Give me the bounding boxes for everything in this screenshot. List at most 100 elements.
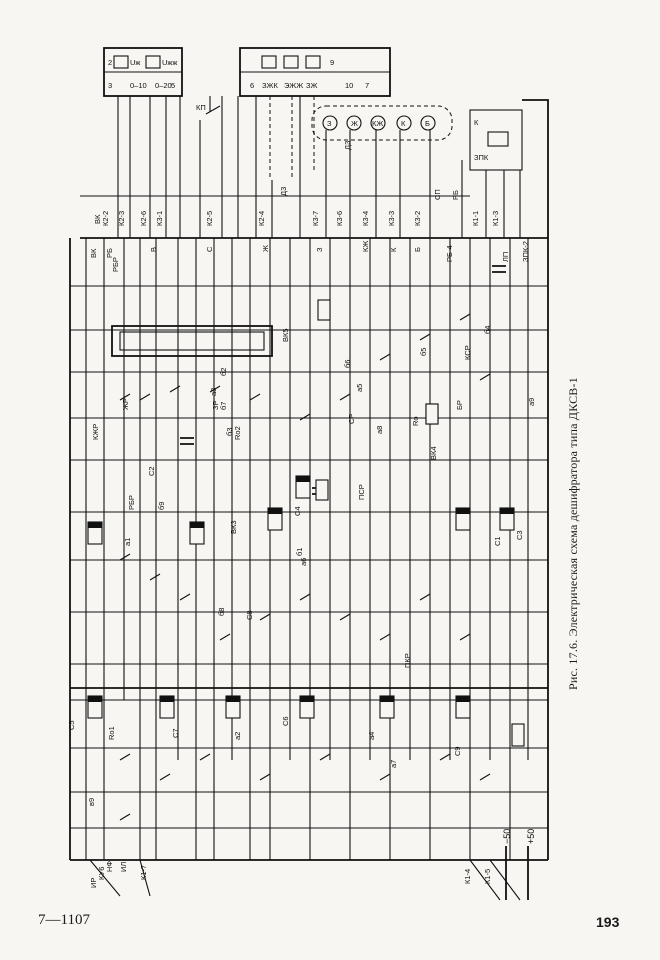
svg-text:а8: а8 [375,426,384,434]
relay-contacts [119,313,491,821]
top-left-terminal-box: 2 Uж Uжж 3 0–10 0–20 5 [103,47,183,97]
svg-text:С2: С2 [147,466,156,476]
svg-text:а2: а2 [233,732,242,740]
svg-text:а9: а9 [527,398,536,406]
svg-text:В: В [149,247,158,252]
svg-text:ВК: ВК [89,248,98,258]
svg-text:К2-3: К2-3 [117,211,126,226]
svg-text:а4: а4 [367,732,376,740]
matrix-block [111,325,273,357]
svg-text:б5: б5 [419,348,428,356]
svg-text:−50: −50 [502,829,512,844]
svg-text:К: К [389,247,398,252]
svg-text:ВК5: ВК5 [281,328,290,342]
svg-text:С5: С5 [67,720,76,730]
svg-text:ВК4: ВК4 [429,446,438,460]
bus-labels: ВК К2-2 К2-3 К2-6 К3-1 К2-5 К2-4 Д3 К3-7… [93,187,500,226]
svg-text:б3: б3 [225,428,234,436]
box-label-5: 0–10 [130,81,147,90]
svg-text:КЖ: КЖ [361,241,370,252]
terminal-labels: а1 а2 а3 а4 а5 а6 а7 а8 а9 б1 б2 б3 б4 б… [87,326,536,806]
svg-text:К2-5: К2-5 [205,211,214,226]
indicator-lamp-group: З Ж КЖ К Б [269,96,453,180]
relay-labels: РБР ЖР ЗР КЖР РБР СР ПСР ПКР БР КСР С1 С… [67,141,524,756]
svg-text:Д3: Д3 [343,141,352,150]
svg-text:Ro: Ro [411,416,420,426]
svg-text:С7: С7 [171,728,180,738]
box-label-8: 6 [250,81,254,90]
svg-text:К1-5: К1-5 [483,869,492,884]
svg-text:Б: Б [413,247,422,252]
box-label-7: 5 [171,81,175,90]
svg-text:Ж: Ж [351,119,358,128]
svg-text:ВК: ВК [93,214,102,224]
svg-text:К3-4: К3-4 [361,211,370,226]
svg-text:ЗПК: ЗПК [474,153,489,162]
svg-text:а7: а7 [389,760,398,768]
box-label-10: ЭЖЖ [284,81,303,90]
svg-text:КЖР: КЖР [91,424,100,440]
svg-text:НФ: НФ [105,861,114,872]
svg-text:б8: б8 [217,608,226,616]
passive-components [180,265,525,747]
svg-text:К3-7: К3-7 [311,211,320,226]
svg-text:Ro1: Ro1 [107,726,116,740]
box-label-4: 3 [108,81,112,90]
svg-text:К3-1: К3-1 [155,211,164,226]
svg-text:а1: а1 [123,538,132,546]
svg-text:б2: б2 [219,368,228,376]
svg-text:З: З [327,119,332,128]
svg-text:С: С [205,246,214,252]
svg-text:б1: б1 [295,548,304,556]
svg-text:ИЛ: ИЛ [119,862,128,872]
svg-text:К: К [401,119,406,128]
kp-contact: КП [196,96,223,120]
left-edge-labels: ИР КУ6 НФ ИЛ К1-7 К1-4 К1-5 [89,861,492,888]
svg-text:С9: С9 [453,746,462,756]
svg-text:С6: С6 [281,716,290,726]
box-label-14: 7 [365,81,369,90]
svg-text:ЛП: ЛП [501,252,510,262]
svg-text:РБ: РБ [105,248,114,258]
svg-text:К1-1: К1-1 [471,211,480,226]
svg-text:КСР: КСР [463,345,472,360]
svg-text:СР: СР [347,414,356,424]
svg-text:К2-2: К2-2 [101,211,110,226]
box-label-6: 0–20 [155,81,172,90]
figure-caption: Рис. 17.6. Электрическая схема дешифрато… [566,377,580,690]
svg-text:Д3: Д3 [279,187,288,196]
svg-text:Ж: Ж [261,245,270,252]
svg-text:ЖР: ЖР [121,398,130,410]
k-relay-block: К ЗПК [469,99,549,230]
svg-text:З: З [315,247,324,252]
svg-text:С3: С3 [515,530,524,540]
relay-coils [87,299,515,719]
svg-text:РБР: РБР [127,495,136,510]
svg-text:в9: в9 [87,798,96,806]
box-label-3: Uжж [162,58,177,67]
box-label-13: 10 [345,81,353,90]
svg-text:ИР: ИР [89,878,98,888]
svg-text:С4: С4 [293,506,302,516]
top-right-terminal-box: 6 ЗЖК ЭЖЖ ЗЖ 9 10 7 [239,47,391,97]
print-code: 7—1107 [38,912,90,928]
svg-text:КП: КП [196,103,206,112]
svg-text:БР: БР [455,400,464,410]
svg-text:ЗПК-2: ЗПК-2 [521,241,530,262]
svg-text:ПСР: ПСР [357,484,366,500]
box-label-12: 9 [330,58,334,67]
svg-text:К3-3: К3-3 [387,211,396,226]
svg-text:б7: б7 [219,402,228,410]
box-label-1: 2 [108,58,112,67]
svg-text:С1: С1 [493,536,502,546]
box-label-11: ЗЖ [306,81,318,90]
svg-text:а5: а5 [355,384,364,392]
svg-text:а6: а6 [299,558,308,566]
svg-text:б6: б6 [343,360,352,368]
box-label-9: ЗЖК [262,81,278,90]
svg-text:+50: +50 [526,829,536,844]
supply-markers: −50 +50 [502,829,536,900]
svg-text:КЖ: КЖ [372,119,383,128]
svg-text:К1-4: К1-4 [463,869,472,884]
